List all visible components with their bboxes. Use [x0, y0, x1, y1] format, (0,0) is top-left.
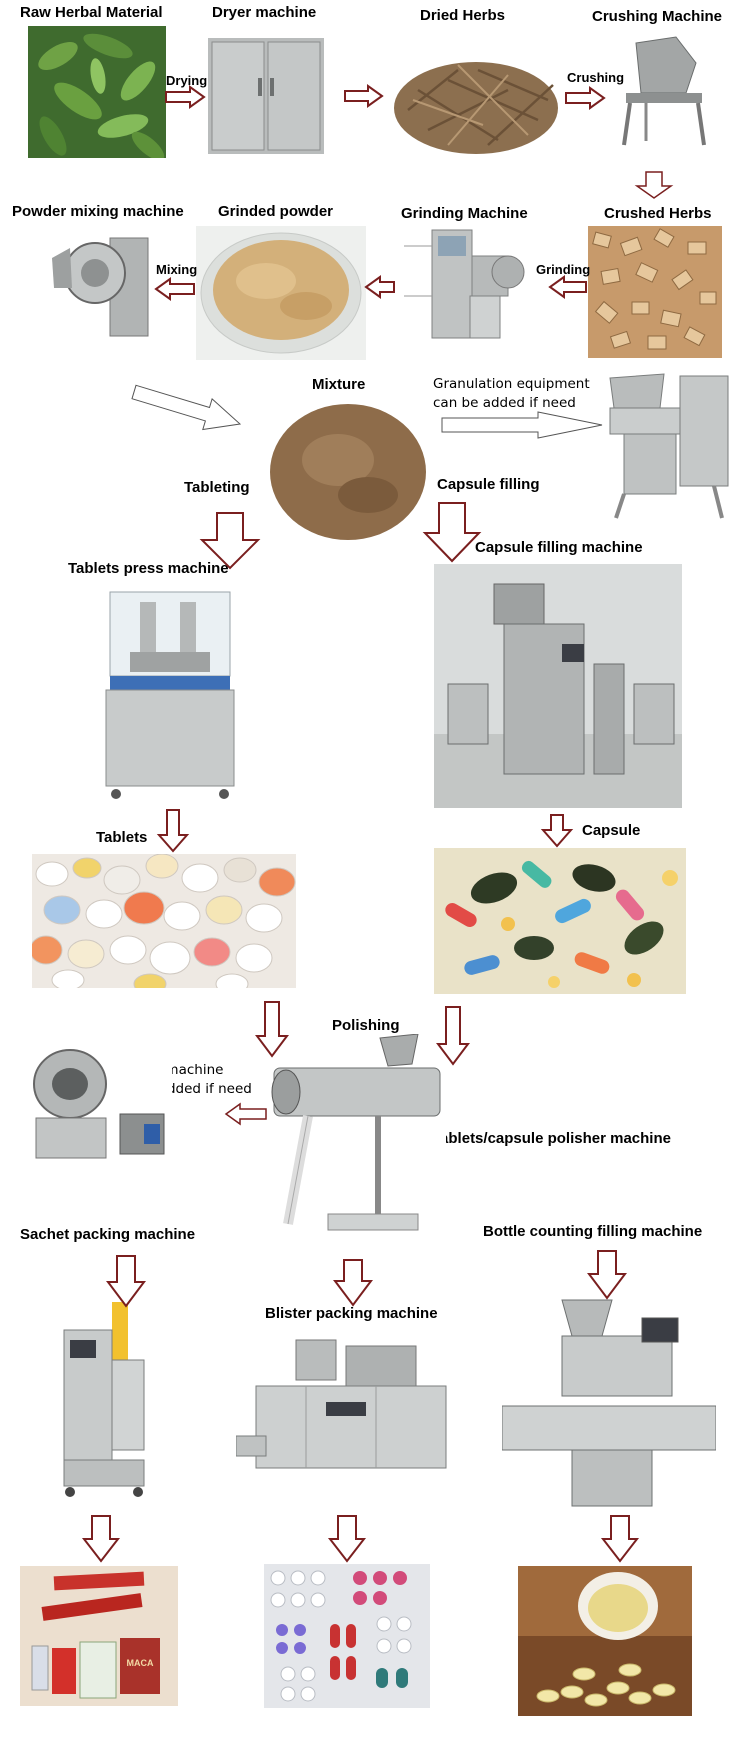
blister-packing-machine-photo — [236, 1336, 462, 1486]
sachet-products-photo: MACA — [20, 1566, 178, 1706]
sachet-packing-machine-photo — [56, 1300, 152, 1500]
arrow-drying — [165, 85, 206, 109]
label-dried-herbs: Dried Herbs — [420, 7, 506, 24]
label-tablets-press-machine: Tablets press machine — [68, 560, 229, 577]
dryer-machine-photo — [208, 38, 324, 154]
label-grinded-powder: Grinded powder — [218, 203, 334, 220]
arrow-to-tablets — [156, 809, 190, 853]
label-grinding-machine: Grinding Machine — [401, 205, 528, 222]
polisher-machine-photo — [268, 1034, 446, 1240]
label-sachet-packing-machine: Sachet packing machine — [20, 1226, 196, 1243]
label-capsule: Capsule — [582, 822, 641, 839]
capsule-photo — [434, 848, 686, 994]
label-tableting: Tableting — [184, 479, 250, 496]
arrow-mixing — [154, 277, 195, 301]
bottle-counting-filling-machine-photo — [502, 1296, 716, 1514]
tablets-press-machine-photo — [100, 582, 240, 804]
arrow-capsule-filling — [422, 502, 482, 563]
arrow-to-mixture — [131, 384, 242, 431]
crushing-machine-photo — [616, 33, 710, 149]
arrow-crushing — [565, 86, 606, 110]
arrow-grinding — [548, 275, 587, 299]
crushed-herbs-photo — [588, 226, 722, 358]
label-polishing: Polishing — [332, 1017, 400, 1034]
arrow-to-dried — [344, 84, 384, 108]
label-capsule-filling-machine: Capsule filling machine — [475, 539, 643, 556]
grinding-machine-photo — [398, 226, 548, 358]
label-tablets: Tablets — [96, 829, 148, 846]
arrow-to-coating — [224, 1102, 267, 1126]
capsule-filling-machine-photo — [434, 564, 682, 808]
granulation-equipment-photo — [604, 368, 734, 526]
tablets-photo — [32, 854, 296, 988]
arrow-to-sachet-machine — [106, 1255, 146, 1308]
label-raw-herbal-material: Raw Herbal Material — [20, 4, 163, 21]
label-mixture: Mixture — [312, 376, 366, 393]
blister-products-photo — [264, 1564, 430, 1708]
label-crushed-herbs: Crushed Herbs — [604, 205, 712, 222]
coating-machine-photo — [24, 1034, 172, 1166]
grinded-powder-photo — [196, 226, 366, 360]
dried-herbs-photo — [388, 30, 564, 164]
label-polisher-machine: Tablets/capsule polisher machine — [432, 1130, 671, 1147]
label-granulation-line1: Granulation equipment — [433, 376, 590, 392]
label-powder-mixing-machine: Powder mixing machine — [12, 203, 184, 220]
arrow-label-mixing: Mixing — [156, 262, 198, 277]
arrow-label-crushing: Crushing — [567, 70, 625, 85]
label-blister-packing-machine: Blister packing machine — [265, 1305, 438, 1322]
arrow-to-capsule — [540, 814, 574, 848]
powder-mixing-machine-photo — [50, 228, 154, 346]
label-bottle-counting-filling-machine: Bottle counting filling machine — [483, 1223, 703, 1240]
label-capsule-filling: Capsule filling — [437, 476, 540, 493]
mixture-photo — [268, 400, 428, 542]
label-dryer-machine: Dryer machine — [212, 4, 317, 21]
arrow-to-grinded-powder — [364, 275, 395, 299]
arrow-to-blister-machine — [333, 1259, 373, 1307]
label-granulation-line2: can be added if need — [433, 395, 576, 411]
bottle-products-photo — [518, 1566, 692, 1716]
sachet-brand-text: MACA — [127, 1658, 154, 1668]
arrow-label-drying: Drying — [166, 73, 208, 88]
label-crushing-machine: Crushing Machine — [592, 8, 723, 25]
raw-herbal-material-photo — [28, 26, 166, 158]
arrow-to-crushed-herbs — [634, 171, 674, 199]
arrow-to-sachet-products — [81, 1515, 121, 1563]
arrow-label-grinding: Grinding — [536, 262, 591, 277]
arrow-to-blister-products — [327, 1515, 367, 1563]
arrow-to-bottle-machine — [587, 1250, 627, 1300]
arrow-to-granulation — [441, 411, 603, 439]
arrow-to-bottle-products — [600, 1515, 640, 1563]
